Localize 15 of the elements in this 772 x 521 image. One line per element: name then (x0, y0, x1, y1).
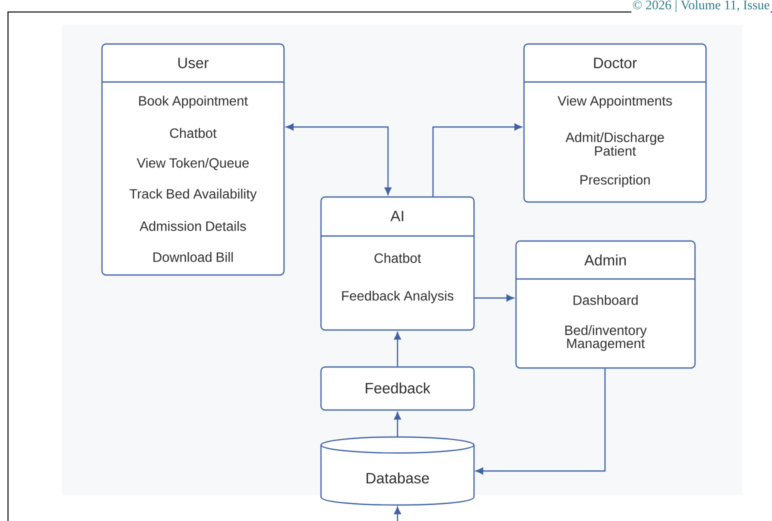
arrow (394, 506, 401, 521)
arrow (394, 332, 401, 366)
process-box: Feedback (320, 366, 475, 411)
class-box: AI Chatbot Feedback Analysis (320, 196, 475, 331)
arrow (394, 412, 401, 437)
page-header: © 2026 | Volume 11, Issue (631, 0, 771, 14)
node-label: Database (366, 472, 429, 484)
arrow (474, 294, 514, 302)
arrow (432, 124, 522, 196)
arrow (476, 368, 606, 474)
class-box: Doctor View Appointments Admit/Discharge Patient Prescription (523, 43, 707, 203)
database-cylinder: Database (320, 436, 475, 506)
class-box: Admin Dashboard Bed/inventory Management (515, 240, 696, 369)
arrow (286, 124, 392, 195)
class-box: User Book Appointment Chatbot View Token/Queue Track Bed Availability Admission Details Download Bill (101, 43, 285, 276)
